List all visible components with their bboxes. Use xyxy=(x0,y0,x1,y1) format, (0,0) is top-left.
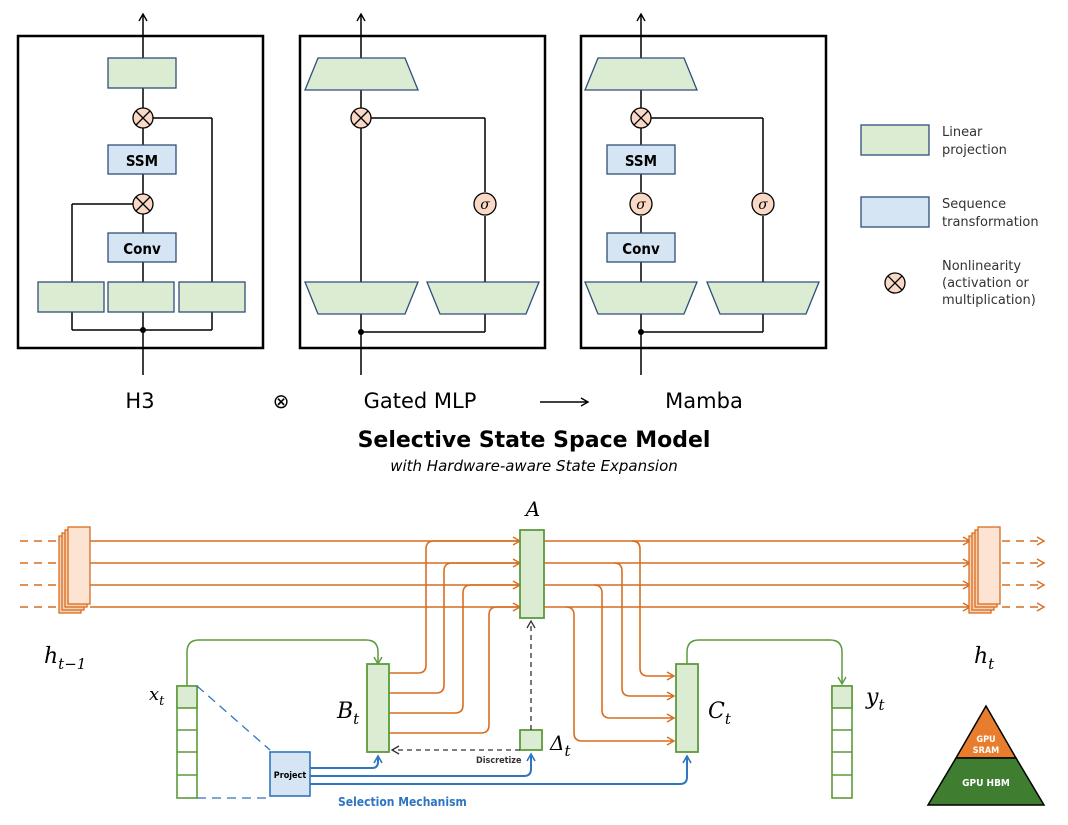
h3-mult-node-lower xyxy=(132,193,154,215)
label-h3: H3 xyxy=(125,389,154,413)
mamba-sigma-node-right: σ xyxy=(751,192,775,216)
h3-proj-mid xyxy=(107,281,175,313)
h3-conv-block xyxy=(107,232,177,263)
x-project-dash-top xyxy=(196,685,271,751)
c-t-label: Ct xyxy=(708,699,732,728)
b-t-label: Bt xyxy=(336,699,360,728)
project-block xyxy=(269,751,311,797)
c-t-block xyxy=(675,663,699,753)
svg-text:σ: σ xyxy=(480,197,490,213)
svg-text:(activation or: (activation or xyxy=(942,276,1030,291)
selection-arrows xyxy=(310,752,692,785)
h3-proj-left xyxy=(37,281,105,313)
legend-sequence-line2: transformation xyxy=(942,215,1039,230)
combine-symbol: ⊗ xyxy=(273,389,290,413)
gpu-sram-label-1: GPU xyxy=(976,735,995,745)
x-t-label: xt xyxy=(149,684,165,709)
mlp-proj-left xyxy=(304,281,419,315)
legend: Linear projection Sequence transformatio… xyxy=(860,124,1039,308)
gpu-sram-label-2: SRAM xyxy=(973,746,999,756)
mamba-sigma-node-left: σ xyxy=(629,192,653,216)
gpu-hbm-label: GPU HBM xyxy=(962,778,1010,789)
label-gated-mlp: Gated MLP xyxy=(364,389,477,413)
delta-t-label: Δt xyxy=(549,731,571,760)
project-label: Project xyxy=(274,771,307,781)
gpu-memory-pyramid: GPU SRAM GPU HBM xyxy=(926,704,1046,806)
legend-linear-line1: Linear xyxy=(942,125,983,140)
mamba-conv-label: Conv xyxy=(622,240,660,258)
h3-mult-node-upper xyxy=(132,107,154,129)
legend-linear-swatch xyxy=(860,124,930,156)
mamba-mult-node xyxy=(630,107,652,129)
mlp-mult-node xyxy=(350,107,372,129)
svg-text:transformation: transformation xyxy=(942,215,1039,230)
mamba-ssm-block xyxy=(606,144,676,175)
svg-text:multiplication): multiplication) xyxy=(942,293,1036,308)
gated-mlp-panel: σ xyxy=(298,12,547,375)
b-t-block xyxy=(366,663,390,753)
h3-output-proj xyxy=(107,57,177,89)
mamba-conv-block xyxy=(606,232,676,263)
svg-text:σ: σ xyxy=(636,197,646,213)
svg-text:σ: σ xyxy=(758,197,768,213)
selective-ssm-subtitle: with Hardware-aware State Expansion xyxy=(390,457,678,475)
mlp-proj-right xyxy=(426,281,540,315)
x-t-vector xyxy=(176,685,198,799)
mamba-panel: Conv σ σ SSM xyxy=(579,12,828,375)
selection-mechanism-label: Selection Mechanism xyxy=(338,795,467,809)
mamba-proj-right xyxy=(706,281,820,315)
a-matrix-block xyxy=(519,529,545,619)
legend-sequence-line1: Sequence xyxy=(942,197,1006,212)
selective-ssm-title: Selective State Space Model xyxy=(358,428,711,453)
h3-ssm-block xyxy=(107,144,177,175)
discretize-label: Discretize xyxy=(476,756,522,766)
h3-ssm-label: SSM xyxy=(126,152,158,170)
x-to-b-arrow xyxy=(186,639,383,686)
legend-linear-line2: projection xyxy=(942,143,1007,158)
h3-proj-right xyxy=(178,281,246,313)
label-mamba: Mamba xyxy=(665,389,743,413)
legend-nonlin-line3: multiplication) xyxy=(942,293,1036,308)
legend-nonlin-line1: Nonlinearity xyxy=(942,259,1021,274)
h-prev-label: ht−1 xyxy=(44,644,86,673)
mamba-proj-left xyxy=(584,281,698,315)
y-t-label: yt xyxy=(865,685,885,714)
legend-sequence-swatch xyxy=(860,196,930,228)
mlp-output-proj xyxy=(304,57,419,91)
h3-conv-label: Conv xyxy=(123,240,161,258)
mamba-ssm-label: SSM xyxy=(625,152,657,170)
svg-text:Linear: Linear xyxy=(942,125,983,140)
mlp-sigma-node: σ xyxy=(473,192,497,216)
y-t-vector xyxy=(831,685,853,799)
h-t-stack xyxy=(968,526,1001,614)
h-t-label: ht xyxy=(974,644,995,673)
svg-text:Sequence: Sequence xyxy=(942,197,1006,212)
h-prev-stack xyxy=(58,526,91,614)
a-label: A xyxy=(524,497,540,521)
delta-t-block xyxy=(519,729,543,751)
mamba-output-proj xyxy=(584,57,698,91)
svg-text:projection: projection xyxy=(942,143,1007,158)
svg-text:Nonlinearity: Nonlinearity xyxy=(942,259,1021,274)
h3-panel: Conv SSM xyxy=(16,12,265,375)
legend-nonlinearity-icon xyxy=(884,272,906,294)
c-to-y-arrow xyxy=(686,639,847,686)
legend-nonlin-line2: (activation or xyxy=(942,276,1030,291)
